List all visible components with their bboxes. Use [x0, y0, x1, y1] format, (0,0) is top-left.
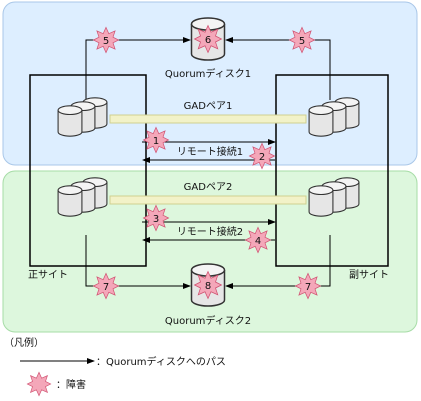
failure-burst-8: 8: [194, 271, 222, 299]
svg-text:7: 7: [305, 282, 311, 293]
gad-pair-2-bar: [109, 195, 307, 205]
svg-text:5: 5: [299, 36, 305, 47]
svg-text:8: 8: [205, 281, 211, 292]
failure-burst-6: 6: [194, 25, 222, 53]
quorum-disk-2-label: Quorumディスク2: [165, 314, 251, 327]
path-primary-to-quorum2: [85, 235, 191, 289]
primary-site-label: 正サイト: [28, 269, 68, 281]
failure-burst-4: 4: [245, 227, 271, 253]
legend-failure-label: ：障害: [56, 378, 86, 391]
failure-burst-7-right: 7: [295, 273, 321, 299]
secondary-site-label: 副サイト: [349, 269, 389, 281]
svg-text:5: 5: [103, 36, 109, 47]
svg-text:6: 6: [205, 35, 211, 46]
failure-burst-5-left: 5: [93, 27, 119, 53]
failure-burst-5-right: 5: [289, 27, 315, 53]
legend-path-label: ：Quorumディスクへのパス: [96, 355, 226, 368]
legend-failure-icon: [26, 371, 52, 397]
secondary-site-box: [275, 74, 389, 267]
failure-burst-7-left: 7: [93, 273, 119, 299]
remote-2-label: リモート接続2: [177, 225, 243, 238]
svg-text:3: 3: [153, 214, 159, 225]
quorum-disk-1-label: Quorumディスク1: [165, 67, 251, 80]
svg-text:2: 2: [259, 152, 265, 163]
path-primary-to-quorum1: [85, 37, 191, 100]
gad-pair-1-bar: [109, 114, 307, 124]
svg-text:1: 1: [153, 136, 159, 147]
gad-pair-1-label: GADペア1: [184, 101, 233, 112]
svg-text:4: 4: [255, 236, 261, 247]
path-secondary-to-quorum2: [225, 235, 331, 289]
primary-site-box: [29, 74, 147, 267]
failure-burst-1: 1: [143, 127, 169, 153]
remote-1-label: リモート接続1: [177, 145, 243, 158]
failure-burst-2: 2: [249, 143, 275, 169]
path-secondary-to-quorum1: [225, 37, 331, 100]
svg-text:7: 7: [103, 282, 109, 293]
failure-burst-3: 3: [143, 205, 169, 231]
gad-pair-2-label: GADペア2: [184, 182, 233, 193]
legend-title: （凡例）: [4, 336, 44, 349]
